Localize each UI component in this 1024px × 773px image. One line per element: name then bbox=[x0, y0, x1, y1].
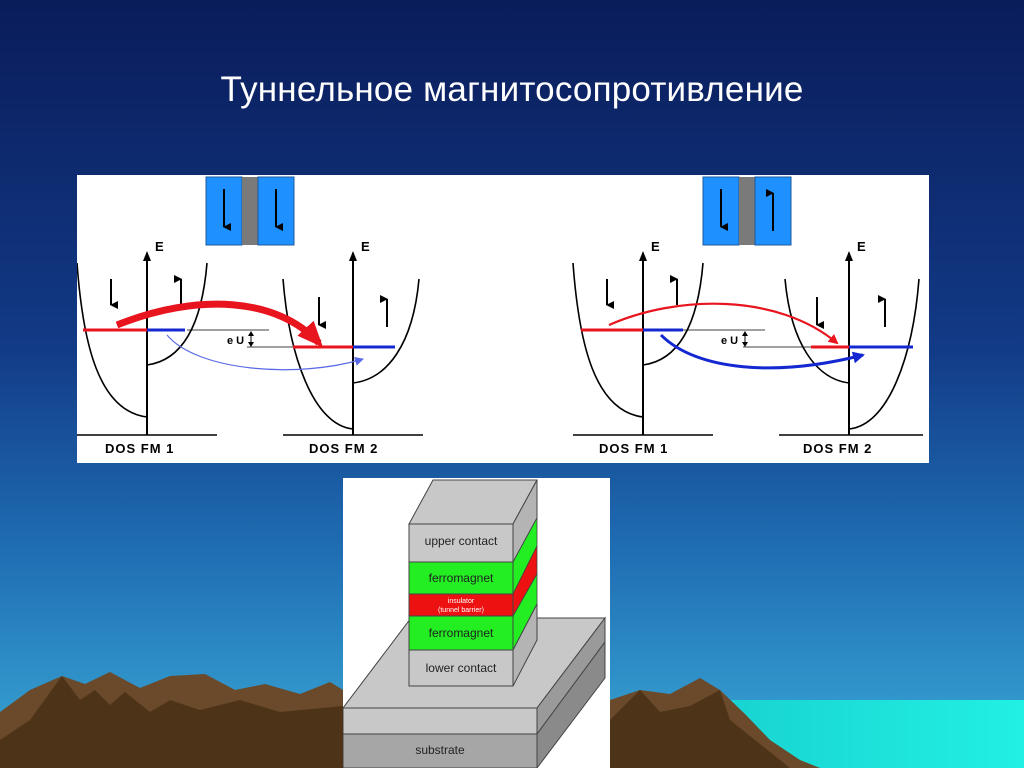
minority-tunneling-arrow bbox=[166, 334, 364, 371]
energy-axis-label: E bbox=[857, 239, 866, 254]
energy-axis-label: E bbox=[361, 239, 370, 254]
magnet-stack-antiparallel bbox=[702, 176, 792, 246]
mtj-pillar: upper contact ferromagnet insulator (tun… bbox=[408, 479, 538, 687]
voltage-label: e U bbox=[721, 335, 738, 347]
ferromagnet-top-label: ferromagnet bbox=[429, 571, 494, 585]
dos-fm1-antiparallel: E DOS FM 1 bbox=[572, 239, 713, 456]
mountains-left bbox=[0, 672, 343, 768]
dos-fm2-label: DOS FM 2 bbox=[803, 441, 872, 456]
majority-tunneling-arrow bbox=[115, 300, 324, 348]
dos-fm2-label: DOS FM 2 bbox=[309, 441, 378, 456]
dos-fm1-label: DOS FM 1 bbox=[105, 441, 174, 456]
tmr-band-diagram: E DOS FM 1 e U bbox=[76, 175, 929, 463]
energy-axis-label: E bbox=[155, 239, 164, 254]
magnet-stack-parallel bbox=[205, 176, 295, 246]
majority-tunneling-arrow bbox=[608, 302, 839, 345]
slide-title: Туннельное магнитосопротивление bbox=[220, 70, 804, 109]
dos-fm2-parallel: E DOS FM 2 bbox=[282, 239, 423, 456]
tunnel-barrier-label: (tunnel barrier) bbox=[438, 607, 484, 614]
bias-voltage-indicator: e U bbox=[187, 329, 353, 348]
mountains-right bbox=[610, 678, 820, 768]
insulator-label: insulator bbox=[448, 598, 475, 605]
voltage-label: e U bbox=[227, 335, 244, 347]
parallel-configuration: E DOS FM 1 e U bbox=[76, 176, 423, 456]
substrate-label: substrate bbox=[415, 743, 465, 757]
ferromagnet-bottom-label: ferromagnet bbox=[429, 626, 494, 640]
lower-contact-label: lower contact bbox=[426, 661, 497, 675]
upper-contact-label: upper contact bbox=[425, 534, 498, 548]
energy-axis-label: E bbox=[651, 239, 660, 254]
minority-tunneling-arrow bbox=[659, 333, 865, 370]
dos-fm1-label: DOS FM 1 bbox=[599, 441, 668, 456]
antiparallel-configuration: E DOS FM 1 e U bbox=[572, 176, 923, 456]
dos-fm1-parallel: E DOS FM 1 bbox=[76, 239, 217, 456]
dos-fm2-antiparallel: E DOS FM 2 bbox=[779, 239, 923, 456]
mtj-stack-diagram: substrate upper contact ferromagnet insu… bbox=[341, 478, 610, 770]
